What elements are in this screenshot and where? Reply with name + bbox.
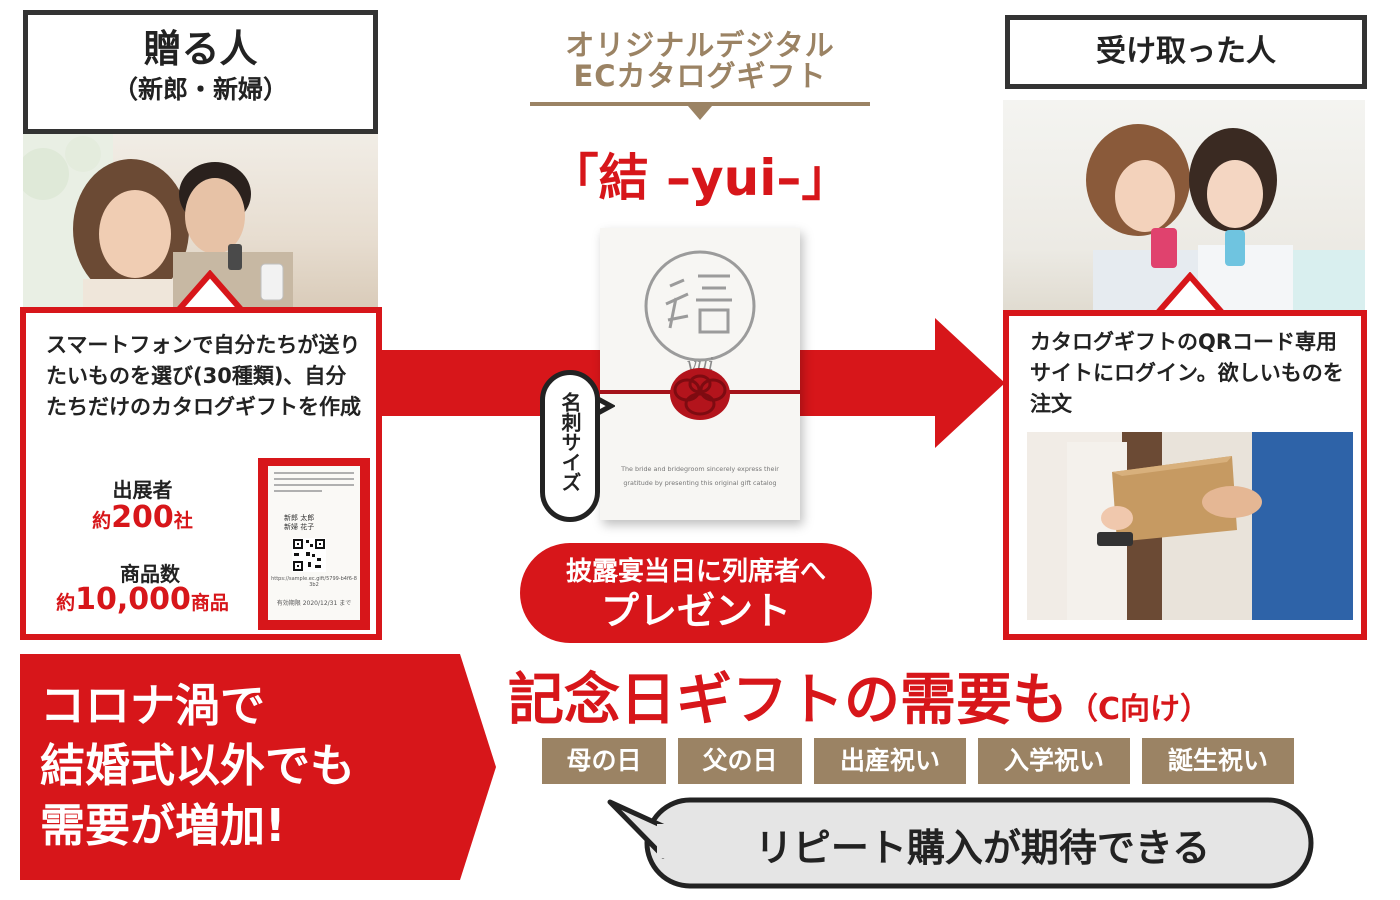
size-label: 名刺サイズ <box>558 392 582 492</box>
present-pill: 披露宴当日に列席者へ プレゼント <box>520 543 872 643</box>
card-caption-line1: The bride and bridegroom sincerely expre… <box>621 465 779 473</box>
card-name-bride: 新婦 花子 <box>284 523 315 531</box>
receiver-description: カタログギフトのQRコード専用サイトにログイン。欲しいものを注文 <box>1030 330 1344 416</box>
tag-birth-celebration: 出産祝い <box>814 738 966 784</box>
present-line2: プレゼント <box>600 589 791 633</box>
couple-photo <box>23 134 378 309</box>
present-line1: 披露宴当日に列席者へ <box>565 557 826 587</box>
card-url: https://sample.ec.gift/5799-b4f6-83b2 <box>271 576 357 588</box>
yui-logo-icon <box>644 250 756 362</box>
exhibitors-unit: 社 <box>173 510 193 532</box>
product-name: 「結 –yui–」 <box>548 149 852 207</box>
receivers-illustration <box>1086 124 1365 312</box>
giver-description: スマートフォンで自分たちが送りたいものを選び(30種類)、自分たちだけのカタログ… <box>46 333 361 419</box>
anniversary-headline: 記念日ギフトの需要も（C向け） <box>508 655 1388 736</box>
products-unit: 商品 <box>190 592 229 614</box>
delivery-photo <box>1027 432 1353 620</box>
giver-subtitle: （新郎・新婦） <box>112 75 288 104</box>
products-number: 10,000 <box>75 582 191 617</box>
products-prefix: 約 <box>56 592 76 614</box>
giver-title-box: 贈る人 （新郎・新婦） <box>23 10 378 134</box>
corona-line2: 結婚式以外でも <box>40 739 356 792</box>
receiver-title: 受け取った人 <box>1096 34 1276 69</box>
gift-card-sample: 新郎 太郎 新婦 花子 https://sample.ec.gift/5799-… <box>258 458 370 630</box>
subtitle-underline <box>530 102 870 120</box>
delivery-illustration <box>1027 432 1353 620</box>
qr-code-icon <box>292 538 326 572</box>
corona-line1: コロナ渦で <box>40 679 266 732</box>
anniversary-headline-main: 記念日ギフトの需要も <box>508 668 1068 733</box>
exhibitors-prefix: 約 <box>92 510 112 532</box>
corona-text: コロナ渦で 結婚式以外でも 需要が増加! <box>40 676 460 856</box>
arrow-head <box>935 318 1005 448</box>
exhibitors-label: 出展者 <box>112 478 173 502</box>
repeat-bubble <box>607 797 1314 889</box>
giver-title: 贈る人 <box>143 27 258 71</box>
anniversary-headline-sub: （C向け） <box>1068 692 1211 727</box>
tag-mothers-day: 母の日 <box>542 738 666 784</box>
tag-school-entry: 入学祝い <box>978 738 1130 784</box>
exhibitors-number: 200 <box>111 500 174 535</box>
repeat-text: リピート購入が期待できる <box>754 826 1211 870</box>
gift-card: yui The bride and bridegroom sincerely e… <box>600 228 800 520</box>
receiver-title-box: 受け取った人 <box>1005 15 1367 89</box>
product-subtitle-line1: オリジナルデジタル <box>565 28 835 62</box>
corona-line3: 需要が増加! <box>40 799 286 852</box>
products-value: 約10,000商品 <box>30 582 255 617</box>
card-name-groom: 新郎 太郎 <box>284 514 315 522</box>
tag-fathers-day: 父の日 <box>678 738 802 784</box>
receivers-photo <box>1003 100 1365 312</box>
product-subtitle-line2: ECカタログギフト <box>573 59 827 93</box>
exhibitors-value: 約200社 <box>70 500 215 535</box>
size-bubble <box>540 370 600 522</box>
card-caption-line2: gratitude by presenting this original gi… <box>623 479 777 487</box>
couple-illustration <box>23 134 293 309</box>
card-expiry: 有効期限 2020/12/31 まで <box>276 600 352 607</box>
corona-arrow-box <box>20 654 496 880</box>
tag-birthday: 誕生祝い <box>1142 738 1294 784</box>
products-label: 商品数 <box>120 562 180 586</box>
product-subtitle: オリジナルデジタル ECカタログギフト <box>520 30 880 92</box>
mizuhiki-knot-icon <box>670 368 730 420</box>
